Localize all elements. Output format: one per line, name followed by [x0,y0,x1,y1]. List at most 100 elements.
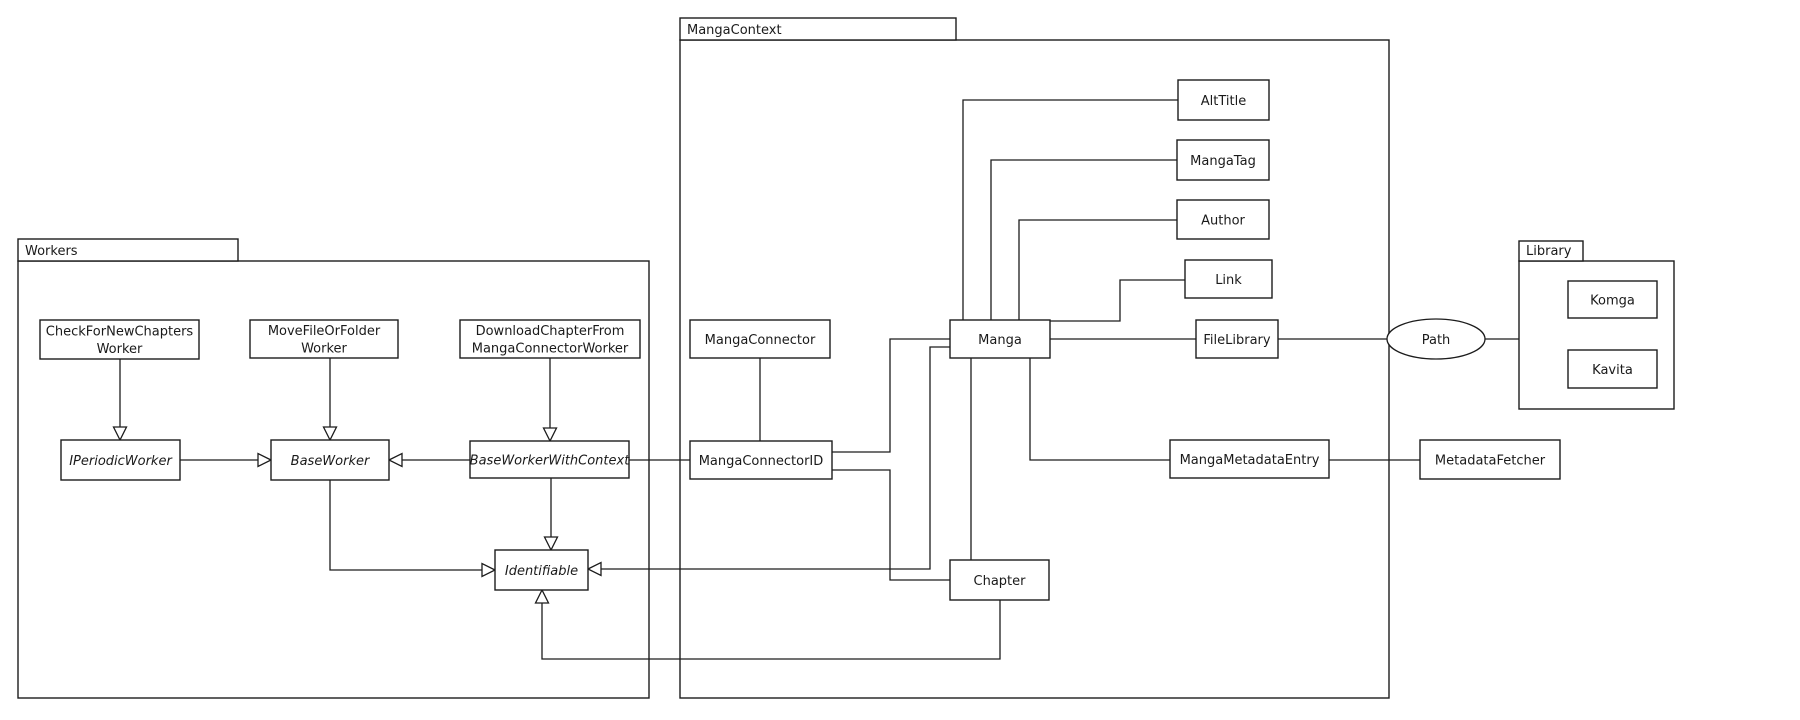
package-workers-label: Workers [25,244,78,259]
edge-manga-mangatag [990,159,1177,320]
edge-check-extends-iperiodic [112,359,128,442]
package-manga-context-body [679,39,1390,699]
generalization-arrowhead-icon [542,427,558,443]
edge-chapter-extends-identifiable-line [541,600,1001,660]
node-manga-box [949,319,1051,359]
node-manga-metadata-entry-box [1169,439,1330,479]
node-base-worker-box [270,439,390,481]
package-manga-context: MangaContext [679,17,1390,699]
package-manga-context-label: MangaContext [687,23,782,38]
node-manga-connector-label: MangaConnector [705,333,816,348]
edge-bwwc-extends-identifiable [543,478,559,552]
edge-mangaconnectorid-manga-line [832,338,950,453]
node-metadata-fetcher-box [1419,439,1561,480]
node-move-file-or-folder-worker-label: MoveFileOrFolder [268,324,381,339]
edge-chapter-extends-identifiable [534,588,1001,660]
node-check-for-new-chapters-worker-label: CheckForNewChapters [46,325,194,340]
node-check-for-new-chapters-worker-box [39,319,200,360]
edge-manga-mangametadataentry [1029,358,1170,461]
node-check-for-new-chapters-worker-label: Worker [97,342,143,357]
package-manga-context-tab [679,17,957,41]
edge-baseworker-to-identifiable-line [329,480,482,571]
node-file-library: FileLibrary [1195,319,1279,359]
edge-manga-link [1050,279,1185,322]
node-chapter-box [949,559,1050,601]
node-kavita-label: Kavita [1592,363,1633,378]
edge-manga-author [1018,219,1177,320]
node-author-label: Author [1201,214,1245,229]
package-library: Library [1518,240,1675,410]
node-link: Link [1184,259,1273,299]
node-komga-label: Komga [1590,294,1635,309]
edge-move-extends-baseworker [322,358,338,442]
edge-download-extends-bwwc [542,358,558,443]
node-base-worker-with-context-label: BaseWorkerWithContext [470,454,631,469]
node-path-label: Path [1422,333,1451,348]
generalization-arrowhead-icon [387,452,403,468]
node-manga-metadata-entry: MangaMetadataEntry [1169,439,1330,479]
node-manga-connector-id-box [689,440,833,480]
edge-manga-alttitle-line [962,99,1178,320]
node-move-file-or-folder-worker-label: Worker [301,342,347,357]
edge-manga-extends-identifiable [586,346,950,577]
node-base-worker-label: BaseWorker [291,454,371,469]
node-download-chapter-worker-box [459,319,641,359]
generalization-arrowhead-icon [543,536,559,552]
edge-manga-mangametadataentry-line [1029,358,1170,461]
package-library-tab [1518,240,1584,262]
edge-manga-link-line [1050,279,1185,322]
node-manga-tag: MangaTag [1176,139,1270,181]
package-library-body [1518,260,1675,410]
node-komga-box [1567,280,1658,319]
node-manga-metadata-entry-label: MangaMetadataEntry [1180,453,1320,468]
node-manga-connector-id: MangaConnectorID [689,440,833,480]
package-library-label: Library [1526,244,1572,259]
edge-mangaconnectorid-chapter [832,469,950,581]
node-path: Path [1386,318,1486,360]
node-identifiable-box [494,549,589,591]
edge-bwwc-extends-baseworker [387,452,470,468]
node-alt-title-label: AltTitle [1201,94,1246,109]
node-identifiable-label: Identifiable [505,564,578,579]
node-chapter: Chapter [949,559,1050,601]
edge-manga-author-line [1018,219,1177,320]
edge-manga-extends-identifiable-line [601,346,950,570]
node-file-library-label: FileLibrary [1203,333,1271,348]
node-manga-connector-box [689,319,831,359]
edge-iperiodic-to-baseworker [180,452,273,468]
node-iperiodic-worker-label: IPeriodicWorker [69,454,173,469]
node-manga: Manga [949,319,1051,359]
node-metadata-fetcher-label: MetadataFetcher [1435,454,1546,469]
node-move-file-or-folder-worker-box [249,319,399,359]
package-workers-tab [17,238,239,262]
edge-manga-alttitle [962,99,1178,320]
node-alt-title-box [1177,79,1270,121]
edge-mangaconnectorid-chapter-line [832,469,950,581]
package-workers: Workers [17,238,650,699]
node-base-worker-with-context-box [469,440,630,479]
node-path-ellipse [1386,318,1486,360]
node-manga-connector-id-label: MangaConnectorID [699,454,824,469]
node-base-worker: BaseWorker [270,439,390,481]
node-base-worker-with-context: BaseWorkerWithContext [469,440,631,479]
node-iperiodic-worker-box [60,439,181,481]
generalization-arrowhead-icon [481,562,497,578]
generalization-arrowhead-icon [534,588,550,604]
node-author-box [1176,199,1270,240]
edge-mangaconnectorid-manga [832,338,950,453]
node-link-box [1184,259,1273,299]
node-author: Author [1176,199,1270,240]
node-manga-tag-box [1176,139,1270,181]
generalization-arrowhead-icon [586,561,602,577]
node-kavita: Kavita [1567,349,1658,389]
node-metadata-fetcher: MetadataFetcher [1419,439,1561,480]
node-kavita-box [1567,349,1658,389]
node-iperiodic-worker: IPeriodicWorker [60,439,181,481]
node-identifiable: Identifiable [494,549,589,591]
node-manga-label: Manga [978,333,1022,348]
